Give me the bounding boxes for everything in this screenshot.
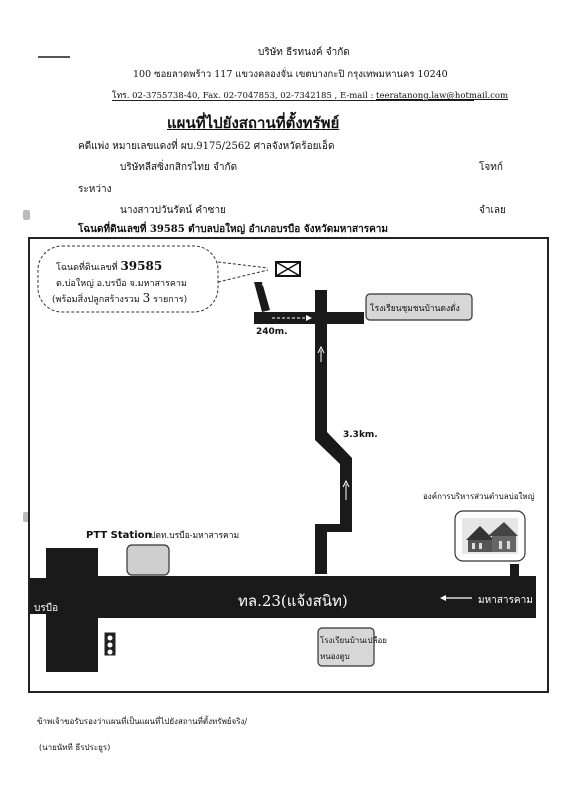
company-address: 100 ซอยลาดพร้าว 117 แขวงคลองจั่น เขตบางก… — [133, 69, 448, 80]
callout-location: ต.บ่อใหญ่ อ.บรบือ จ.มหาสารคาม — [56, 278, 187, 289]
ptt-station-box — [126, 544, 170, 576]
school-top-box — [365, 293, 473, 321]
highway-23 — [46, 548, 536, 672]
ptt-label-th: ปตท.บรบือ-มหาสารคาม — [150, 530, 239, 541]
between-label: ระหว่าง — [78, 184, 112, 195]
certification-text: ข้าพเจ้าขอรับรองว่าแผนที่เป็นแผนที่ไปยัง… — [37, 717, 248, 726]
company-name: บริษัท ธีรทนงค์ จำกัด — [258, 47, 350, 58]
callout-pointer — [217, 261, 269, 283]
map-frame — [28, 237, 549, 693]
east-label: มหาสารคาม — [478, 595, 533, 606]
sao-label: องค์การบริหารส่วนตำบลบ่อใหญ่ — [423, 491, 535, 501]
punch-hole — [23, 512, 30, 522]
callout-deed: โฉนดที่ดินเลขที่ 39585 — [56, 259, 162, 273]
page-title: แผนที่ไปยังสถานที่ตั้งทรัพย์ — [167, 114, 340, 132]
letterhead-rule — [112, 100, 474, 101]
plaintiff-name: บริษัทลีสซิ่งกสิกรไทย จำกัด — [120, 162, 238, 173]
ptt-label-en: PTT Station — [86, 530, 152, 541]
distance-240m: 240m. — [256, 327, 288, 337]
west-label: บรบือ — [34, 602, 58, 614]
school-bottom-box — [317, 627, 375, 667]
contact-phone: โทร. 02-3755738-40, Fax. 02-7047853, 02-… — [112, 91, 377, 101]
plaintiff-role: โจทก์ — [479, 162, 503, 173]
contact-email: teeratanong.law@hotmail.com — [376, 91, 509, 101]
property-marker-cross — [275, 261, 301, 277]
company-contact: โทร. 02-3755738-40, Fax. 02-7047853, 02-… — [112, 88, 508, 102]
distance-3-3km: 3.3km. — [343, 430, 378, 440]
access-road — [254, 282, 270, 312]
defendant-role: จำเลย — [479, 205, 506, 216]
defendant-name: นางสาวปวันรัตน์ คำซาย — [120, 205, 226, 216]
highway-label: ทล.23(แจ้งสนิท) — [238, 592, 348, 610]
deed-line: โฉนดที่ดินเลขที่ 39585 ตำบลบ่อใหญ่ อำเภอ… — [78, 224, 388, 235]
callout-note: (พร้อมสิ่งปลูกสร้างรวม 3 รายการ) — [52, 291, 187, 305]
punch-hole — [23, 210, 30, 220]
school-top-label: โรงเรียนชุมชนบ้านดงดั่ง — [370, 302, 460, 314]
scan-mark — [38, 56, 70, 58]
road-3-3km — [315, 290, 352, 574]
school-bottom-label-1: โรงเรียนบ้านเปลือย — [320, 635, 387, 645]
signer-name: (นายนัทที ธีรประยูร) — [39, 743, 111, 752]
school-bottom-label-2: หนองดูบ — [320, 652, 350, 662]
callout-bubble — [37, 245, 219, 313]
sao-building-icon — [462, 518, 518, 554]
case-number: คดีแพ่ง หมายเลขแดงที่ ผบ.9175/2562 ศาลจั… — [78, 141, 335, 152]
